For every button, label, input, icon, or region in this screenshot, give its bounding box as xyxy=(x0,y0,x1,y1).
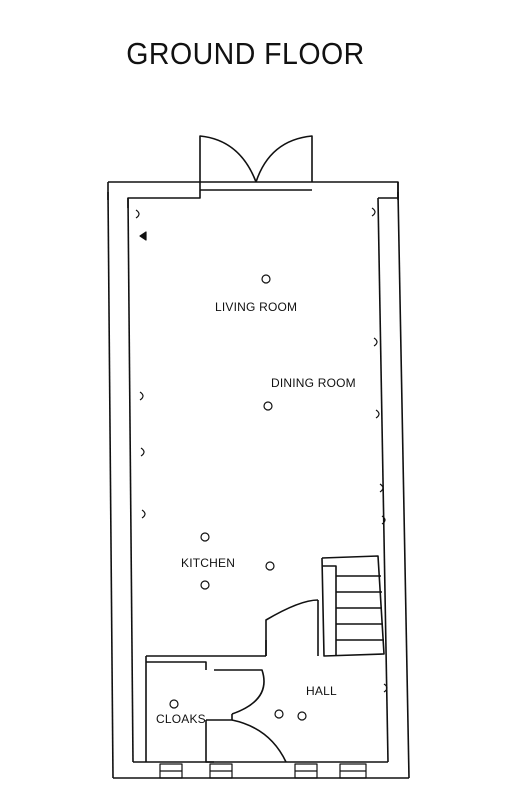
right-outer-wall xyxy=(397,191,410,779)
socket-icon xyxy=(274,709,284,719)
light-point-icon xyxy=(265,561,275,571)
hall-label: HALL xyxy=(306,684,337,698)
cloaks-label: CLOAKS xyxy=(156,712,206,726)
hall-door xyxy=(265,599,319,656)
kitchen-label: KITCHEN xyxy=(181,556,236,570)
staircase xyxy=(321,555,385,657)
floor-title: GROUND FLOOR xyxy=(126,36,365,71)
wall-markers xyxy=(135,207,388,693)
right-inner-wall xyxy=(377,197,389,763)
light-point-icon xyxy=(200,532,210,542)
top-wall-right xyxy=(312,181,399,199)
left-inner-wall xyxy=(127,197,134,763)
light-point-icon xyxy=(200,580,210,590)
left-outer-wall xyxy=(107,191,114,779)
bottom-windows xyxy=(159,763,367,779)
light-point-icon xyxy=(169,699,179,709)
light-point-icon xyxy=(261,274,271,284)
light-point-icon xyxy=(297,711,307,721)
living-room-label: LIVING ROOM xyxy=(215,300,298,314)
dining-room-label: DINING ROOM xyxy=(271,376,356,390)
french-doors xyxy=(199,135,313,191)
ceiling-lights xyxy=(169,274,307,721)
top-wall-left xyxy=(108,181,201,208)
light-point-icon xyxy=(263,401,273,411)
cloaks-partition xyxy=(145,655,287,763)
